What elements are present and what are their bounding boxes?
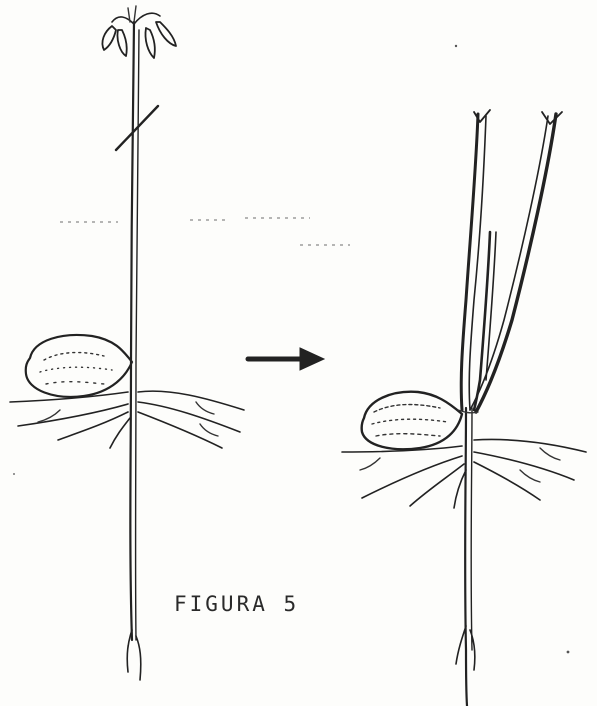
scan-dot	[567, 651, 570, 654]
right-seedling-illustration	[342, 110, 586, 706]
scan-marks	[60, 218, 350, 245]
left-seed	[26, 335, 132, 397]
left-seedling-illustration	[10, 6, 244, 680]
figure-caption: FIGURA 5	[174, 592, 299, 616]
right-roots	[342, 440, 586, 509]
arrow-right-icon	[248, 348, 324, 370]
left-roots	[10, 391, 244, 448]
cut-mark	[116, 106, 158, 150]
scan-dot	[455, 45, 457, 47]
scan-dot	[13, 473, 15, 475]
